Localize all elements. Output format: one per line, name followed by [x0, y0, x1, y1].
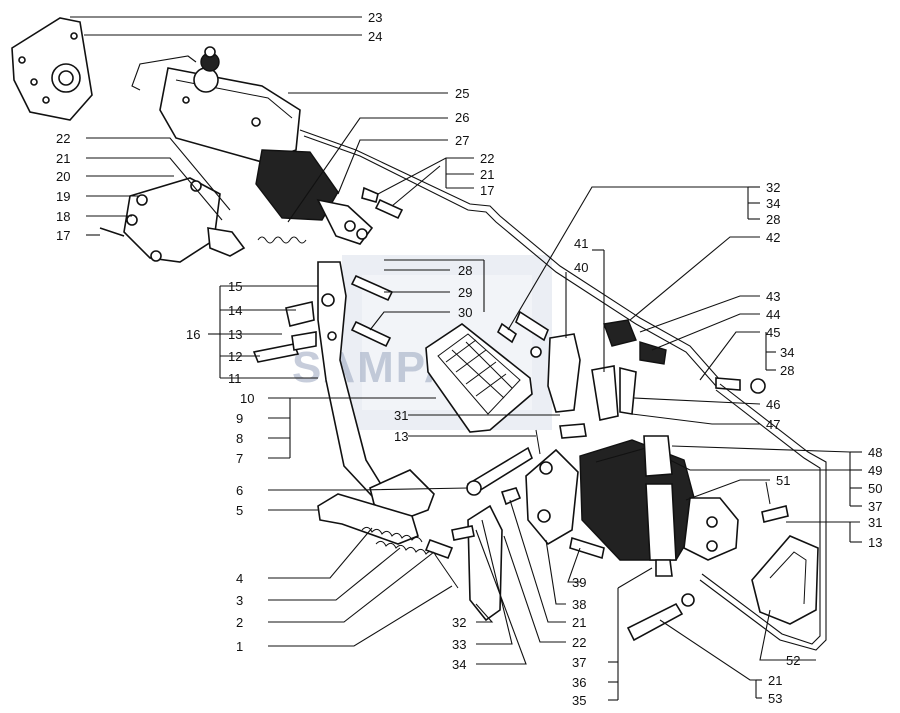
label-31-mid: 31: [394, 408, 408, 423]
label-28-right-b: 28: [780, 363, 794, 378]
label-33: 33: [452, 637, 466, 652]
master-cylinder: [159, 67, 301, 163]
boot: [255, 149, 339, 221]
bolt-53: [626, 602, 684, 642]
label-36: 36: [572, 675, 586, 690]
label-13-left: 13: [228, 327, 242, 342]
label-48: 48: [868, 445, 882, 460]
label-38: 38: [572, 597, 586, 612]
label-50: 50: [868, 481, 882, 496]
label-51: 51: [776, 473, 790, 488]
mounting-plate: [11, 17, 93, 121]
label-22-top: 22: [480, 151, 494, 166]
label-9: 9: [236, 411, 243, 426]
label-32-bottom: 32: [452, 615, 466, 630]
end-cap: [683, 497, 739, 561]
floor-bracket: [317, 493, 419, 545]
label-34-right-b: 34: [780, 345, 794, 360]
label-21-top: 21: [480, 167, 494, 182]
label-31-right: 31: [868, 515, 882, 530]
valve-fitting: [547, 333, 581, 413]
spring-lower-a: [361, 526, 423, 543]
label-32-right: 32: [766, 180, 780, 195]
label-34-bottom: 34: [452, 657, 466, 672]
lever-38: [525, 448, 579, 546]
label-52: 52: [786, 653, 800, 668]
bolt-30: [350, 320, 392, 348]
label-2: 2: [236, 615, 243, 630]
label-13-mid: 13: [394, 429, 408, 444]
label-28-mid: 28: [458, 263, 472, 278]
label-46: 46: [766, 397, 780, 412]
spring-lower-b: [375, 540, 459, 589]
label-21-bottom: 21: [572, 615, 586, 630]
parts-drawing: [11, 17, 827, 651]
label-43: 43: [766, 289, 780, 304]
label-37-right: 37: [868, 499, 882, 514]
label-27: 27: [455, 133, 469, 148]
label-47: 47: [766, 417, 780, 432]
label-30: 30: [458, 305, 472, 320]
label-11: 11: [228, 371, 242, 386]
label-20: 20: [56, 169, 70, 184]
bolt-set-top: [361, 186, 379, 203]
label-17-left: 17: [56, 228, 70, 243]
label-23: 23: [368, 10, 382, 25]
label-28-right-a: 28: [766, 212, 780, 227]
label-41: 41: [574, 236, 588, 251]
label-49: 49: [868, 463, 882, 478]
bolt-39: [569, 536, 605, 560]
label-18: 18: [56, 209, 70, 224]
label-22-left: 22: [56, 131, 70, 146]
label-44: 44: [766, 307, 780, 322]
bracket-32: [467, 504, 503, 622]
label-26: 26: [455, 110, 469, 125]
bolt-28: [350, 274, 394, 302]
label-42: 42: [766, 230, 780, 245]
label-37-bottom: 37: [572, 655, 586, 670]
return-spring: [257, 236, 307, 244]
label-12: 12: [228, 349, 242, 364]
label-22-bottom: 22: [572, 635, 586, 650]
label-14: 14: [228, 303, 242, 318]
label-7: 7: [236, 451, 243, 466]
label-40: 40: [574, 260, 588, 275]
label-34-right-a: 34: [766, 196, 780, 211]
bracket: [123, 177, 221, 263]
label-29: 29: [458, 285, 472, 300]
label-21-right: 21: [768, 673, 782, 688]
label-35: 35: [572, 693, 586, 708]
label-21-left: 21: [56, 151, 70, 166]
label-25: 25: [455, 86, 469, 101]
pipe-lower: [699, 383, 827, 651]
label-5: 5: [236, 503, 243, 518]
label-19: 19: [56, 189, 70, 204]
label-1: 1: [236, 639, 243, 654]
label-10: 10: [240, 391, 254, 406]
label-13-right: 13: [868, 535, 882, 550]
label-24: 24: [368, 29, 382, 44]
part-labels: 23 24 25 26 27 22 21 17 22 21 20 19 18 1…: [56, 10, 882, 708]
label-3: 3: [236, 593, 243, 608]
label-6: 6: [236, 483, 243, 498]
label-39: 39: [572, 575, 586, 590]
label-17-top: 17: [480, 183, 494, 198]
label-53: 53: [768, 691, 782, 706]
label-16: 16: [186, 327, 200, 342]
label-8: 8: [236, 431, 243, 446]
label-4: 4: [236, 571, 243, 586]
leader-lines: [70, 16, 862, 701]
bracket-52: [751, 535, 819, 625]
booster-cylinder: [579, 439, 701, 561]
label-45: 45: [766, 325, 780, 340]
label-15: 15: [228, 279, 242, 294]
fitting-43: [603, 319, 637, 347]
pipe-upper: [131, 55, 197, 91]
